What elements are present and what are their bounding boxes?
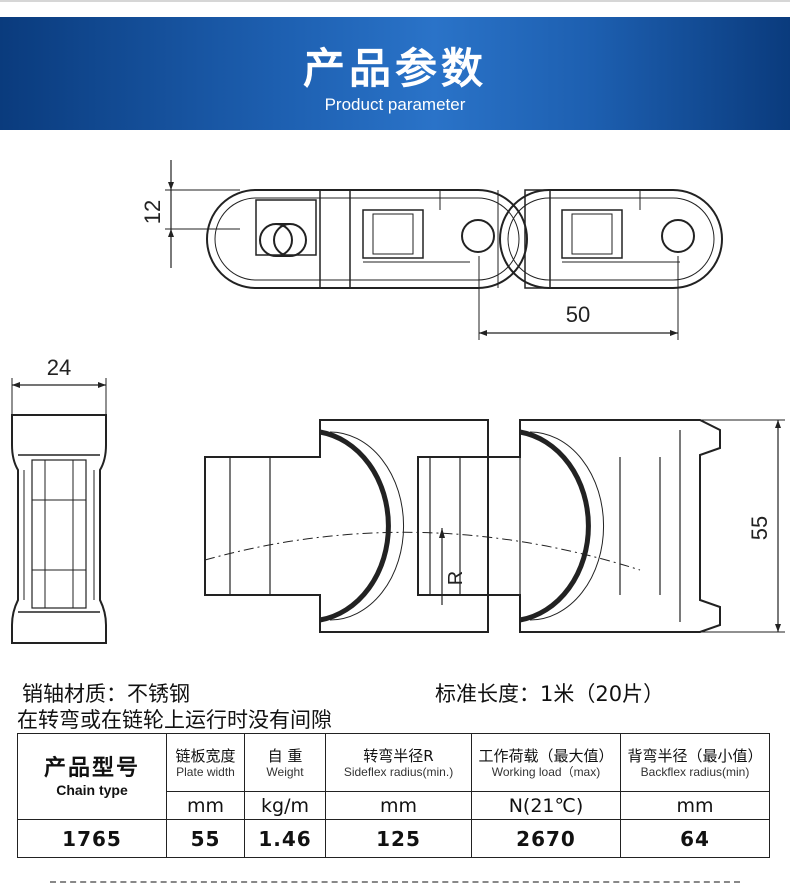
dim-pitch-label: 50: [566, 302, 590, 327]
clearance-note: 在转弯或在链轮上运行时没有间隙: [17, 708, 332, 732]
dim-height-label: 12: [140, 200, 165, 224]
top-view: R 55: [204, 419, 785, 633]
value-cell: 2670: [471, 819, 621, 858]
table-row: 1765 55 1.46 125 2670 64: [17, 819, 770, 858]
col-header-cn: 工作荷载（最大值）: [478, 746, 614, 765]
bottom-dashed-divider: [50, 881, 740, 883]
col-header-en: Backflex radius(min): [640, 764, 750, 779]
col-header-cn: 转弯半径R: [363, 746, 434, 765]
value-cell: 1.46: [244, 819, 326, 858]
unit-cell: kg/m: [244, 791, 326, 820]
col-header-sideflex: 转弯半径R Sideflex radius(min.): [325, 733, 472, 792]
top-divider: [0, 0, 790, 2]
dim-plate-width-label: 55: [747, 516, 772, 540]
unit-cell: mm: [620, 791, 770, 820]
side-view: 12 50: [140, 160, 723, 340]
col-header-plate-width: 链板宽度 Plate width: [166, 733, 245, 792]
col-header-backflex: 背弯半径（最小值） Backflex radius(min): [620, 733, 770, 792]
spec-table: 产品型号 Chain type 链板宽度 Plate width 自 重 Wei…: [17, 733, 770, 858]
standard-length: 标准长度：1米（20片）: [435, 682, 665, 706]
value-cell: 125: [325, 819, 472, 858]
unit-cell: N(21℃): [471, 791, 621, 820]
col-header-weight: 自 重 Weight: [244, 733, 326, 792]
model-header-en: Chain type: [56, 781, 128, 798]
unit-cell: mm: [325, 791, 472, 820]
col-header-cn: 链板宽度: [175, 746, 236, 765]
col-header-en: Plate width: [176, 764, 235, 779]
col-header-en: Weight: [266, 764, 304, 779]
pin-material: 销轴材质：不锈钢: [22, 682, 190, 706]
table-header-row: 产品型号 Chain type 链板宽度 Plate width 自 重 Wei…: [17, 733, 770, 820]
model-header-cn: 产品型号: [43, 755, 140, 781]
unit-cell: mm: [166, 791, 245, 820]
col-header-en: Sideflex radius(min.): [343, 764, 454, 779]
banner-title: 产品参数: [302, 44, 487, 93]
col-header-en: Working load（max): [491, 764, 601, 779]
col-header-working-load: 工作荷载（最大值） Working load（max): [471, 733, 621, 792]
col-header-cn: 背弯半径（最小值）: [627, 746, 763, 765]
model-value-cell: 1765: [17, 819, 167, 858]
value-cell: 64: [620, 819, 770, 858]
col-header-cn: 自 重: [267, 746, 303, 765]
model-header-cell: 产品型号 Chain type: [17, 733, 167, 820]
dim-side-width-label: 24: [47, 355, 71, 380]
banner-subtitle: Product parameter: [324, 95, 466, 114]
technical-drawing: 12 50: [11, 160, 785, 644]
header-banner: 产品参数 Product parameter: [0, 17, 790, 130]
value-cell: 55: [166, 819, 245, 858]
end-view: 24: [11, 355, 107, 644]
radius-label: R: [445, 571, 467, 585]
